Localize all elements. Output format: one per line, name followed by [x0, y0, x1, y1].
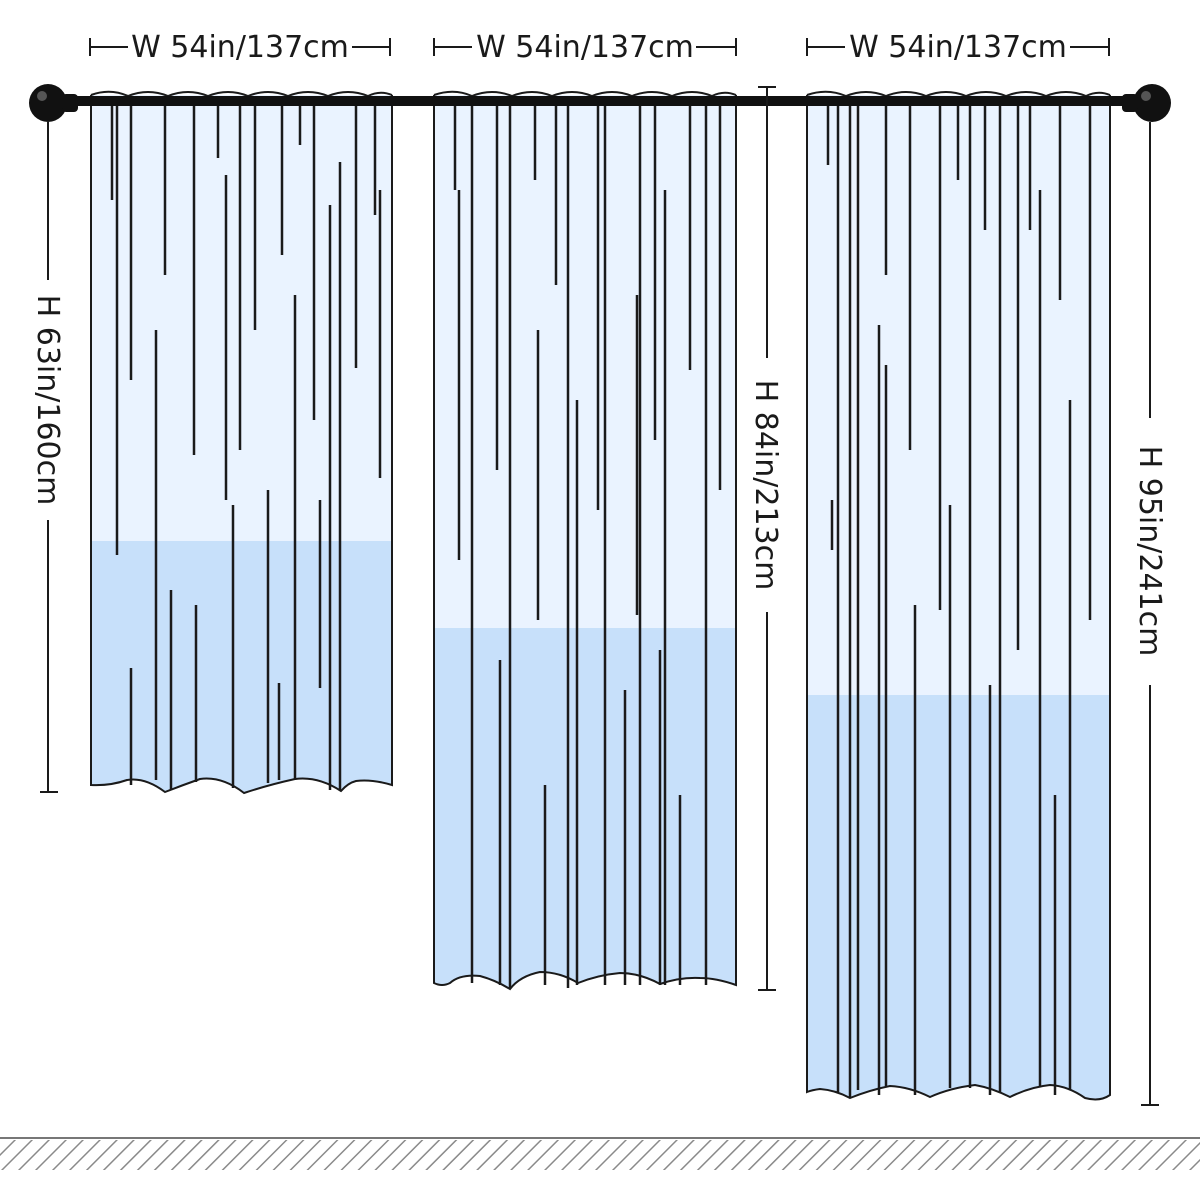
rod-finial-right — [1133, 84, 1171, 122]
rod-bar — [55, 96, 1145, 106]
width-label-medium: W 54in/137cm — [476, 30, 694, 65]
rod-bracket-right — [1122, 94, 1138, 112]
width-dimension-lines — [89, 38, 1110, 56]
curtain-rod — [29, 84, 1171, 122]
height-dimension-lines — [40, 86, 1159, 1106]
rod-bracket-left — [62, 94, 78, 112]
curtain-panel-short — [90, 90, 393, 795]
rod-finial-left — [29, 84, 67, 122]
curtain-panel-long — [806, 90, 1111, 1101]
floor — [0, 1137, 1200, 1170]
height-label-short: H 63in/160cm — [30, 295, 65, 506]
height-label-long: H 95in/241cm — [1132, 446, 1167, 657]
curtain-folds-short — [110, 97, 382, 790]
height-label-medium: H 84in/213cm — [748, 380, 783, 591]
width-label-long: W 54in/137cm — [849, 30, 1067, 65]
curtain-folds-medium — [453, 97, 722, 988]
curtain-folds-long — [826, 97, 1092, 1098]
width-label-short: W 54in/137cm — [131, 30, 349, 65]
curtain-panel-medium — [433, 90, 737, 991]
floor-hatch — [0, 1140, 1200, 1170]
